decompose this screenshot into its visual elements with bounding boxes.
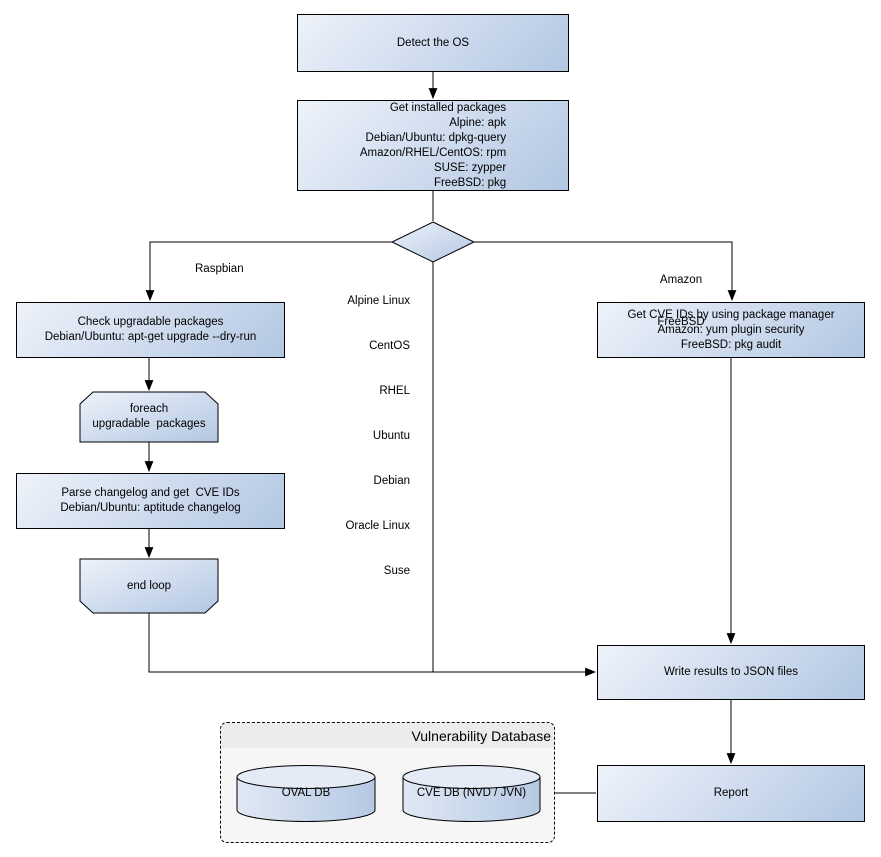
edge-label-line: Debian <box>373 475 410 487</box>
edge-label-raspbian: Raspbian <box>195 263 244 275</box>
vulnerability-database-title: Vulnerability Database <box>221 723 554 748</box>
edge-label-line: Oracle Linux <box>345 520 410 532</box>
connectors <box>144 72 737 794</box>
node-text-line: FreeBSD: pkg <box>433 176 507 189</box>
oval-db-cylinder <box>236 765 376 822</box>
edge-endloop-to-write-results <box>148 613 597 677</box>
db-cylinders-layer <box>236 765 541 822</box>
node-text-line: SUSE: zypper <box>433 161 507 174</box>
node-label: Detect the OS <box>396 36 470 49</box>
node-check-upgradable: Check upgradable packages Debian/Ubuntu:… <box>16 302 285 358</box>
node-get-installed-packages: Get installed packages Alpine: apk Debia… <box>297 100 569 191</box>
node-report: Report <box>597 765 865 822</box>
foreach-loop-label: foreach upgradable packages <box>80 402 218 432</box>
vulnerability-database-group: Vulnerability Database <box>220 722 555 843</box>
node-text-line: Get installed packages <box>389 101 507 114</box>
node-text-line: Check upgradable packages <box>77 316 224 328</box>
end-loop-label: end loop <box>126 580 172 592</box>
node-text-line: Amazon/RHEL/CentOS: rpm <box>359 146 507 159</box>
edge-label-line: Ubuntu <box>372 430 410 442</box>
cve-db-label: CVE DB (NVD / JVN) <box>416 787 527 799</box>
edge-label-line: CentOS <box>369 340 410 352</box>
cve-db-cylinder <box>402 765 541 822</box>
node-text-line: Debian/Ubuntu: aptitude changelog <box>60 502 241 514</box>
edge-label-amazon-freebsd: Amazon FreeBSD <box>645 245 717 357</box>
edge-label-line: FreeBSD <box>657 316 705 328</box>
node-get-cve-ids: Get CVE IDs by using package manager Ama… <box>597 302 865 358</box>
edge-label-line: RHEL <box>379 385 410 397</box>
edge-decision-to-check-upgradable <box>145 241 392 302</box>
node-write-results: Write results to JSON files <box>597 645 865 700</box>
node-text-line: FreeBSD: pkg audit <box>680 338 782 351</box>
node-detect-os: Detect the OS <box>297 14 569 72</box>
node-text-line: Get CVE IDs by using package manager <box>627 308 835 321</box>
node-label: Report <box>713 787 749 799</box>
edge-label-line: Alpine Linux <box>347 295 410 307</box>
node-text-line: Alpine: apk <box>449 116 507 129</box>
node-text-line: Parse changelog and get CVE IDs <box>61 487 240 499</box>
edge-decision-to-get-cve <box>474 241 737 302</box>
node-text-line: Debian/Ubuntu: apt-get upgrade --dry-run <box>44 331 257 343</box>
group-title-text: Vulnerability Database <box>411 727 551 744</box>
foreach-loop-shape <box>79 391 219 443</box>
node-text-line: upgradable packages <box>92 418 206 430</box>
edge-label-line: Amazon <box>659 274 703 286</box>
node-text-line: foreach <box>129 403 169 415</box>
node-text-line: Debian/Ubuntu: dpkg-query <box>365 131 507 144</box>
oval-db-label: OVAL DB <box>281 787 331 799</box>
node-parse-changelog: Parse changelog and get CVE IDs Debian/U… <box>16 473 285 529</box>
node-label: Write results to JSON files <box>664 666 798 678</box>
node-text-line: Amazon: yum plugin security <box>657 323 805 336</box>
edge-label-os-list: Alpine Linux CentOS RHEL Ubuntu Debian O… <box>300 264 410 609</box>
end-loop-shape <box>79 558 219 614</box>
edge-label-line: Suse <box>383 565 410 577</box>
os-decision-diamond <box>390 221 476 263</box>
